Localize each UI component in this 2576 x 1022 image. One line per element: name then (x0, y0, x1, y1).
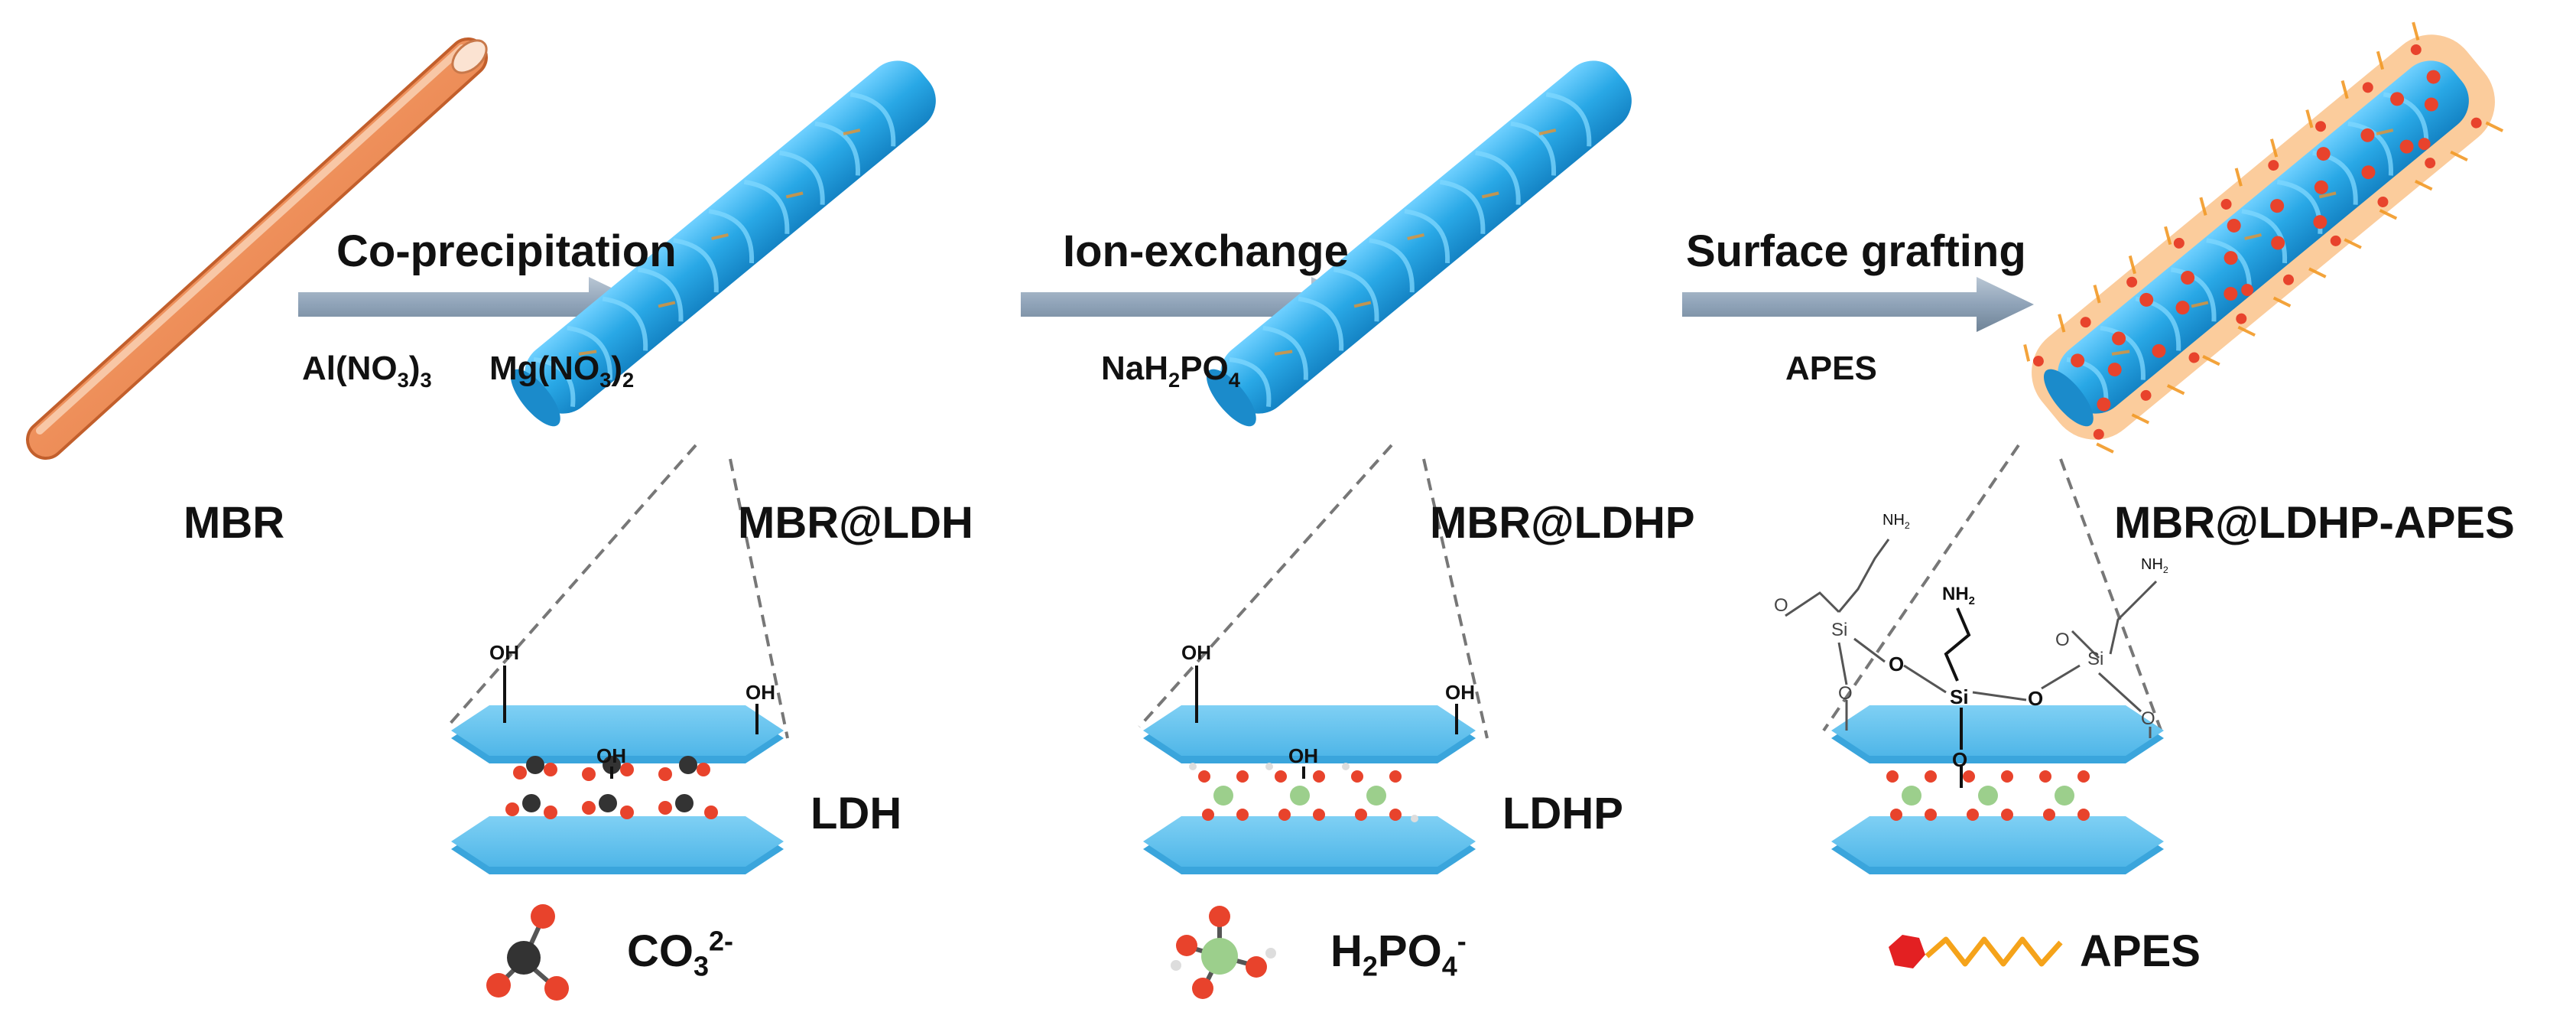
silicon-label: Si (1831, 620, 1848, 640)
silane-bonds (1785, 539, 2158, 738)
label-mbr-ldh: MBR@LDH (738, 498, 973, 548)
ldhp-layers (1143, 666, 1476, 874)
amine-label: NH2 (1882, 512, 1910, 531)
arrow-ion-exchange (1021, 277, 1369, 332)
hydroxyl-label: OH (1181, 641, 1211, 664)
label-ldhp: LDHP (1502, 789, 1623, 838)
step-label-ion-exchange: Ion-exchange (1063, 226, 1349, 276)
mbr-rod (26, 37, 488, 460)
oxygen-label: O (1774, 595, 1788, 616)
oxygen-label: O (2055, 630, 2070, 650)
silicon-label: Si (1950, 685, 1969, 708)
legend-apes: APES (2080, 926, 2201, 976)
oxygen-label: O (1952, 748, 1968, 771)
legend-carbonate: CO32- (627, 925, 733, 982)
label-mbr-ldhp: MBR@LDHP (1430, 498, 1695, 548)
reagent-mg-nitrate: Mg(NO3)2 (489, 350, 635, 392)
apes-molecule-icon (1889, 935, 2063, 968)
legend-dihydrogen-phosphate: H2PO4- (1330, 925, 1467, 982)
hydroxyl-label: OH (489, 641, 519, 664)
zoom-lines (446, 444, 2165, 739)
hydroxyl-label: OH (1288, 744, 1318, 767)
label-mbr: MBR (184, 498, 285, 548)
ldh-layers (451, 666, 784, 874)
amine-label: NH2 (2141, 556, 2168, 575)
phosphate-interlayer (1189, 763, 1418, 822)
oxygen-label: O (1889, 653, 1905, 675)
ldhp-apes-layers (1785, 539, 2164, 874)
reagent-al-nitrate: Al(NO3)3 (302, 350, 432, 392)
mbr-ldhp-apes-tube (2023, 21, 2504, 454)
step-label-surface-grafting: Surface grafting (1686, 226, 2026, 276)
hydroxyl-label: OH (596, 744, 626, 767)
oxygen-label: O (2141, 708, 2155, 729)
step-label-coprecipitation: Co-precipitation (336, 226, 677, 276)
hydroxyl-label: OH (746, 681, 775, 704)
reagent-apes: APES (1785, 350, 1877, 387)
oxygen-label: O (2028, 687, 2044, 710)
oxygen-label: O (1838, 683, 1853, 704)
arrow-coprecipitation (298, 277, 646, 332)
carbonate-ion-icon (486, 904, 569, 1001)
hydroxyl-label: OH (1445, 681, 1475, 704)
label-ldh: LDH (810, 789, 902, 838)
label-mbr-ldhp-apes: MBR@LDHP-APES (2114, 498, 2515, 548)
carbonate-interlayer (505, 756, 718, 819)
reagent-nah2po4: NaH2PO4 (1101, 350, 1240, 392)
arrow-surface-grafting (1682, 277, 2034, 332)
silicon-label: Si (2087, 649, 2104, 669)
phosphate-ion-icon (1171, 906, 1276, 999)
amine-label: NH2 (1942, 584, 1975, 607)
